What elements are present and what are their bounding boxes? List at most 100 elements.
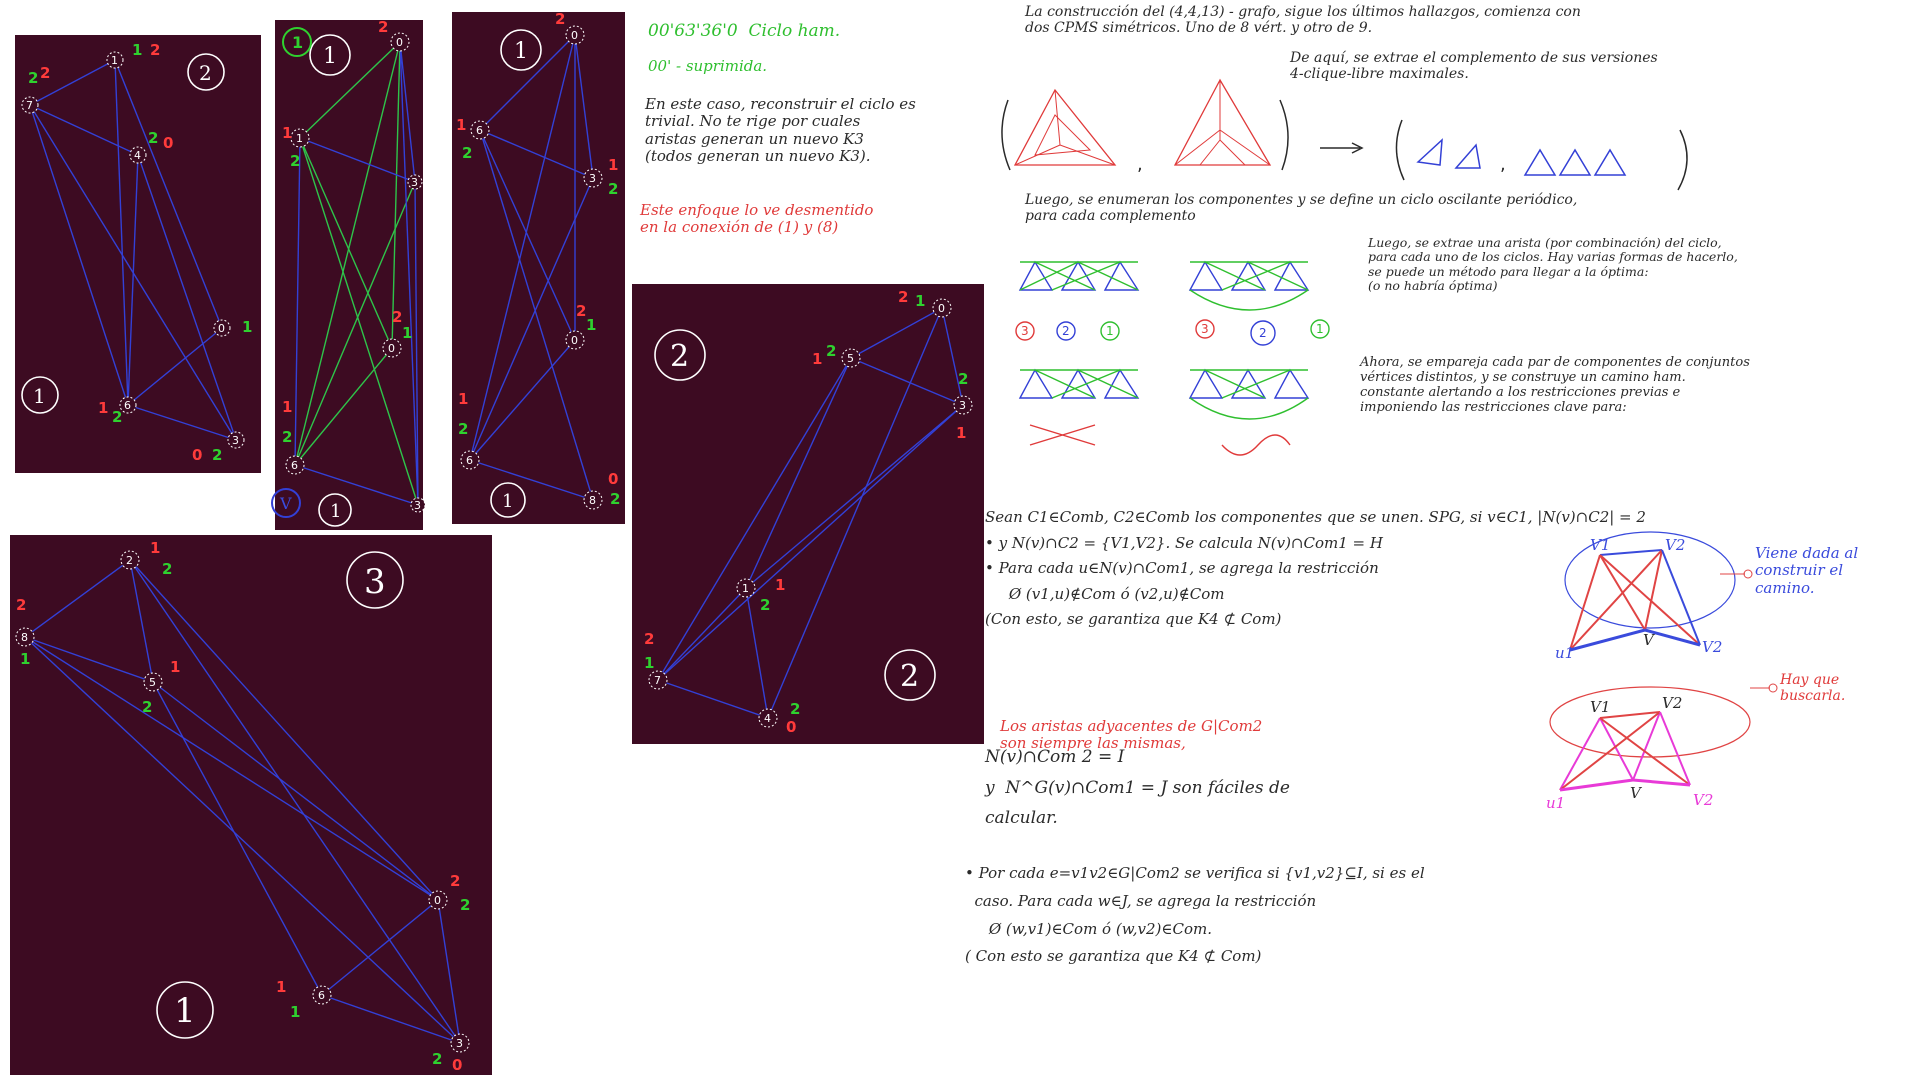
node-tag-red: 1 — [956, 424, 966, 442]
node-tag-green: 2 — [610, 490, 620, 508]
node-label: 6 — [476, 124, 483, 137]
node-label: 5 — [149, 676, 156, 689]
panel-label: 1 — [330, 501, 341, 522]
node-label: 7 — [654, 674, 661, 687]
node-tag-red: 1 — [276, 978, 286, 996]
panel-label: 1 — [33, 384, 46, 408]
node-tag-red: 2 — [40, 64, 50, 82]
svg-text:,: , — [1500, 154, 1506, 175]
node-tag-green: 2 — [282, 428, 292, 446]
legend-num: 3 — [1201, 322, 1209, 336]
enumerate-text: Luego, se enumeran los componentes y se … — [1025, 192, 1578, 225]
node-tag-green: 2 — [458, 420, 468, 438]
node-tag-red: 1 — [150, 539, 160, 557]
node-tag-red: 1 — [98, 399, 108, 417]
node-label: 0 — [218, 322, 225, 335]
node-tag-green: 2 — [462, 144, 472, 162]
node-label: 8 — [21, 631, 28, 644]
node-tag-red: 1 — [456, 116, 466, 134]
node-tag-red: 0 — [786, 718, 796, 736]
node-label: 1 — [111, 54, 118, 67]
node-tag-green: 2 — [162, 560, 172, 578]
node-tag-green: 2 — [608, 180, 618, 198]
extract-text: Luego, se extrae una arista (por combina… — [1368, 235, 1738, 294]
neighborhood-sketch-bottom — [1549, 683, 1778, 792]
panel-label: 1 — [174, 991, 196, 1031]
node-tag-green: 1 — [242, 318, 252, 336]
node-label: 0 — [938, 302, 945, 315]
node-tag-red: 2 — [450, 872, 460, 890]
node-label: 0 — [571, 334, 578, 347]
legend-num: 2 — [1259, 326, 1267, 340]
node-tag-green: 2 — [290, 152, 300, 170]
node-tag-red: 0 — [452, 1056, 462, 1074]
legend-num: 1 — [1106, 324, 1114, 338]
block3-text: • Por cada e=v1v2∈G|Com2 se verifica si … — [965, 864, 1425, 966]
neighborhood-sketch-top — [1564, 531, 1753, 652]
node-tag-green: 2 — [958, 370, 968, 388]
panel-label: 1 — [502, 491, 513, 512]
node-label: 1 — [296, 132, 303, 145]
pairs-text: Ahora, se empareja cada par de component… — [1360, 355, 1750, 415]
node-tag-red: 1 — [775, 576, 785, 594]
node-tag-green: 2 — [760, 596, 770, 614]
svg-text:V: V — [1630, 784, 1643, 802]
node-tag-green: 1 — [402, 324, 412, 342]
node-tag-red: 0 — [608, 470, 618, 488]
panel-label-blue: V — [279, 494, 292, 513]
node-tag-red: 2 — [644, 630, 654, 648]
svg-text:u1: u1 — [1546, 794, 1565, 812]
node-tag-green: 1 — [586, 316, 596, 334]
intro-text: La construcción del (4,4,13) - grafo, si… — [1025, 4, 1581, 37]
panel-label: 2 — [900, 659, 919, 694]
node-label: 0 — [396, 36, 403, 49]
node-tag-red: 1 — [282, 398, 292, 416]
graph-panel-top-middle — [452, 12, 625, 524]
node-tag-green: 2 — [432, 1050, 442, 1068]
node-label: 6 — [466, 454, 473, 467]
node-tag-red: 2 — [150, 41, 160, 59]
node-label: 6 — [318, 989, 325, 1002]
panel-label: 2 — [199, 61, 212, 85]
red-side-note: Hay que buscarla. — [1780, 672, 1846, 705]
svg-text:V2: V2 — [1662, 694, 1682, 712]
node-label: 6 — [124, 399, 131, 412]
legend-num: 2 — [1062, 324, 1070, 338]
svg-text:,: , — [1137, 154, 1143, 175]
removed-note: 00' - suprimida. — [648, 57, 768, 75]
node-tag-red: 1 — [282, 124, 292, 142]
node-tag-green: 2 — [142, 698, 152, 716]
node-tag-red: 1 — [458, 390, 468, 408]
node-tag-red: 0 — [163, 134, 173, 152]
node-label: 0 — [388, 342, 395, 355]
node-label: 3 — [456, 1037, 463, 1050]
body-note: En este caso, reconstruir el ciclo es tr… — [645, 95, 916, 165]
node-label: 0 — [571, 29, 578, 42]
node-tag-green: 1 — [644, 654, 654, 672]
legend-num: 1 — [1316, 322, 1324, 336]
node-label: 2 — [126, 554, 133, 567]
node-label: 6 — [291, 459, 298, 472]
graph-panel-bottom-3 — [10, 535, 492, 1075]
svg-text:u1: u1 — [1555, 644, 1574, 662]
node-tag-red: 0 — [192, 446, 202, 464]
node-tag-red: 2 — [898, 288, 908, 306]
node-tag-red: 1 — [608, 156, 618, 174]
node-label: 3 — [589, 172, 596, 185]
node-tag-green: 1 — [132, 41, 142, 59]
node-tag-green: 2 — [28, 69, 38, 87]
node-label: 4 — [134, 149, 141, 162]
node-tag-red: 2 — [555, 10, 565, 28]
svg-text:V: V — [1643, 631, 1656, 649]
node-label: 3 — [232, 434, 239, 447]
node-tag-green: 1 — [915, 292, 925, 310]
node-tag-green: 1 — [290, 1003, 300, 1021]
svg-text:V1: V1 — [1590, 698, 1610, 716]
intro2-text: De aquí, se extrae el complemento de sus… — [1290, 50, 1658, 83]
graph-panel-top-left — [15, 35, 261, 473]
node-tag-green: 2 — [790, 700, 800, 718]
node-label: 1 — [742, 582, 749, 595]
node-tag-green: 2 — [460, 896, 470, 914]
panel-label: 3 — [364, 562, 386, 602]
